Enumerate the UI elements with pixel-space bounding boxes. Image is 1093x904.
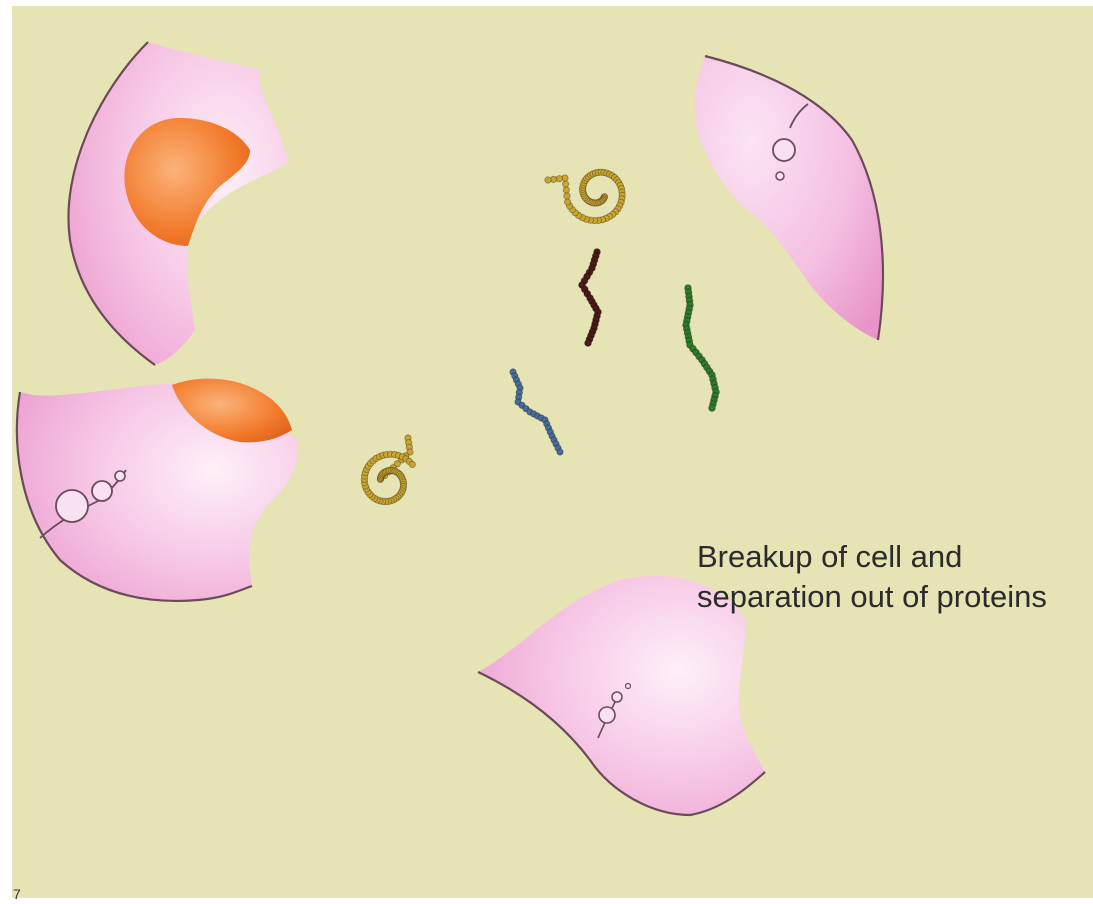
protein-blue <box>510 369 563 455</box>
caption-line-1: Breakup of cell and <box>697 537 1093 577</box>
protein-gold-coil-bottom-bead <box>409 461 415 467</box>
corner-mark: 7 <box>13 886 21 902</box>
cell-fragment-top-right <box>695 56 883 340</box>
protein-green <box>683 285 720 412</box>
protein-dark-red <box>579 249 602 347</box>
protein-gold-coil-top-bead <box>545 177 551 183</box>
protein-blue-bead <box>557 449 563 455</box>
protein-gold-coil-bottom <box>361 435 415 505</box>
protein-gold-coil-top-bead <box>564 193 570 199</box>
protein-gold-coil-top-bead <box>564 199 570 205</box>
protein-gold-coil-top <box>545 169 626 224</box>
diagram-caption: Breakup of cell and separation out of pr… <box>697 537 1093 617</box>
protein-gold-coil-top-bead <box>563 187 569 193</box>
protein-dark-red-bead <box>585 340 592 347</box>
caption-line-2: separation out of proteins <box>697 577 1093 617</box>
protein-green-bead <box>709 405 716 412</box>
proteins-group <box>361 169 719 505</box>
protein-gold-coil-top-bead <box>562 181 568 187</box>
